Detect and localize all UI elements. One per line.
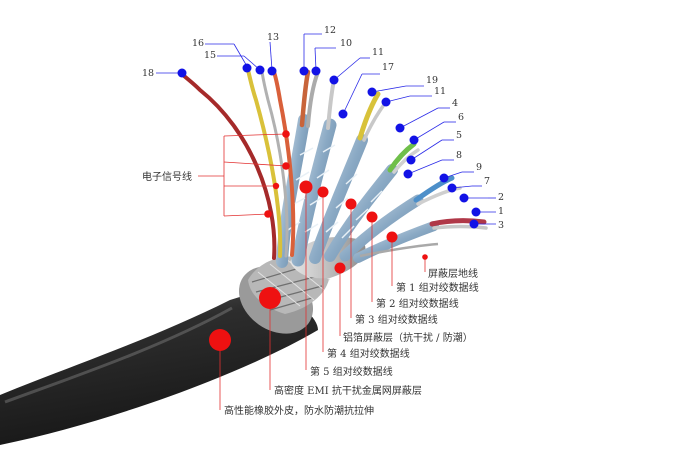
marker-4: [395, 123, 405, 133]
num-15: 15: [204, 50, 216, 61]
num-3: 3: [498, 220, 504, 231]
marker-5: [406, 155, 416, 165]
num-13: 13: [267, 32, 279, 43]
marker-pair-3: [345, 198, 357, 210]
marker-18: [177, 68, 187, 78]
marker-pair-1: [386, 231, 398, 243]
num-18: 18: [142, 68, 154, 79]
num-6: 6: [458, 112, 464, 123]
marker-2: [459, 193, 469, 203]
num-19: 19: [426, 75, 438, 86]
signal-bracket: [198, 133, 287, 217]
marker-foil: [334, 262, 346, 274]
marker-pair-2: [366, 211, 378, 223]
label-pair-3: 第 3 组对绞数据线: [355, 313, 438, 326]
num-11b: 11: [434, 86, 446, 97]
label-braid: 高密度 EMI 抗干扰金属网屏蔽层: [274, 384, 422, 397]
signal-wires: [180, 68, 296, 260]
marker-jacket: [209, 329, 231, 351]
label-pair-1: 第 1 组对绞数据线: [396, 281, 479, 294]
signal-red-markers: [264, 130, 290, 218]
num-11a: 11: [372, 47, 384, 58]
marker-ground-wire: [422, 254, 428, 260]
label-jacket: 高性能橡胶外皮，防水防潮抗拉伸: [224, 404, 374, 417]
num-17: 17: [382, 62, 394, 73]
layer-red-markers: [209, 180, 428, 351]
num-4: 4: [452, 98, 458, 109]
marker-16: [242, 63, 252, 73]
marker-6: [409, 135, 419, 145]
marker-13: [267, 66, 277, 76]
marker-17: [338, 109, 348, 119]
number-labels: 18 16 15 13 12 10 11 17 19 11 4 6 5 8 9 …: [142, 25, 504, 231]
blue-markers: [177, 63, 481, 229]
num-1: 1: [498, 206, 504, 217]
marker-12: [299, 66, 309, 76]
layer-labels: 屏蔽层地线 第 1 组对绞数据线 第 2 组对绞数据线 第 3 组对绞数据线 铝…: [224, 267, 479, 417]
marker-8: [403, 169, 413, 179]
label-foil: 铝箔屏蔽层（抗干扰 / 防潮）: [343, 331, 473, 344]
marker-10: [311, 66, 321, 76]
num-9: 9: [476, 162, 482, 173]
num-16: 16: [192, 38, 204, 49]
num-10: 10: [340, 38, 352, 49]
num-8: 8: [456, 150, 462, 161]
marker-7: [447, 183, 457, 193]
marker-pair-4: [317, 186, 329, 198]
num-12: 12: [324, 25, 336, 36]
marker-3: [469, 219, 479, 229]
label-pair-5: 第 5 组对绞数据线: [310, 365, 393, 378]
marker-1: [471, 207, 481, 217]
marker-11b: [381, 97, 391, 107]
num-7: 7: [484, 176, 490, 187]
num-5: 5: [456, 130, 462, 141]
signal-group-label: 电子信号线: [142, 170, 192, 183]
label-pair-4: 第 4 组对绞数据线: [327, 347, 410, 360]
marker-11a: [329, 75, 339, 85]
marker-9: [439, 173, 449, 183]
marker-braid: [259, 287, 281, 309]
num-2: 2: [498, 192, 504, 203]
marker-15: [255, 65, 265, 75]
layer-leaders: [219, 187, 426, 410]
marker-19: [367, 87, 377, 97]
marker-pair-5: [299, 180, 313, 194]
label-pair-2: 第 2 组对绞数据线: [376, 297, 459, 310]
label-ground-wire: 屏蔽层地线: [428, 267, 478, 280]
